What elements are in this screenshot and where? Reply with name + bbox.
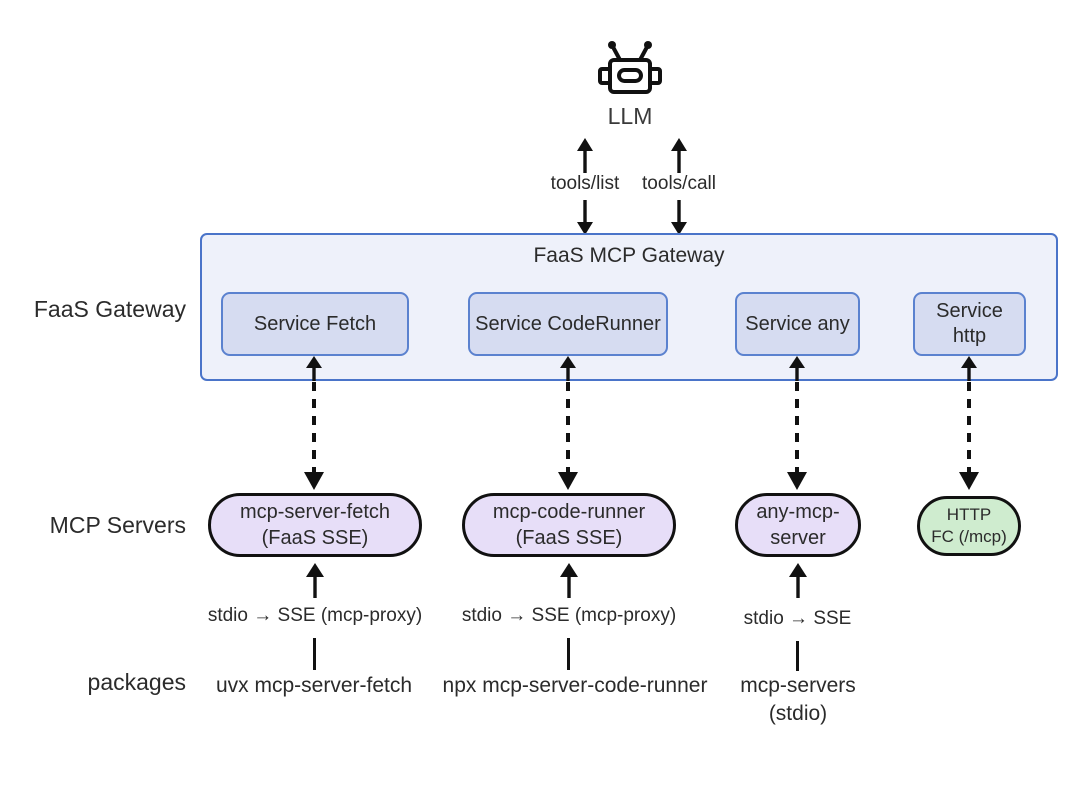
robot-icon bbox=[594, 38, 666, 100]
capsule-line2: (FaaS SSE) bbox=[261, 527, 369, 549]
capsule-line1: mcp-server-fetch bbox=[239, 501, 391, 523]
mcp-server-capsule-coderunner[interactable]: mcp-code-runner (FaaS SSE) bbox=[462, 493, 676, 557]
dashed-connector-http bbox=[950, 382, 988, 492]
capsule-line2: (FaaS SSE) bbox=[515, 527, 623, 549]
package-line2: (stdio) bbox=[768, 702, 828, 726]
protocol-label-any: stdio → SSE bbox=[743, 608, 852, 629]
service-box-fetch[interactable]: Service Fetch bbox=[221, 292, 409, 356]
capsule-line2: server bbox=[770, 527, 826, 549]
service-label-line2: http bbox=[952, 325, 987, 347]
protocol-label-fetch: stdio → SSE (mcp-proxy) bbox=[207, 605, 423, 626]
package-label-fetch: uvx mcp-server-fetch bbox=[183, 672, 445, 700]
row-label-faas-gateway: FaaS Gateway bbox=[33, 296, 186, 322]
capsule-line1: HTTP bbox=[946, 504, 992, 524]
capsule-line1: any-mcp- bbox=[756, 501, 840, 523]
capsule-line2: FC (/mcp) bbox=[931, 527, 1007, 546]
proto-arrow-any bbox=[781, 562, 815, 598]
tools-call-up-arrow bbox=[660, 136, 698, 174]
mcp-server-capsule-http-fc[interactable]: HTTP FC (/mcp) bbox=[917, 496, 1021, 556]
proto-arrow-coderunner bbox=[552, 562, 586, 598]
dashed-connector-coderunner bbox=[549, 382, 587, 492]
tools-list-up-arrow bbox=[566, 136, 604, 174]
tools-list-down-arrow bbox=[566, 199, 604, 237]
service-label: Service Fetch bbox=[253, 312, 377, 335]
service-box-http[interactable]: Service http bbox=[913, 292, 1026, 356]
package-label-coderunner: npx mcp-server-code-runner bbox=[430, 672, 720, 700]
protocol-label-coderunner: stdio → SSE (mcp-proxy) bbox=[461, 605, 677, 626]
service-label: Service any bbox=[745, 312, 850, 335]
stem-any bbox=[796, 641, 799, 671]
package-line1: npx mcp-server-code-runner bbox=[442, 674, 708, 697]
service-coderunner-inbound-arrow bbox=[551, 355, 585, 381]
row-label-mcp-servers: MCP Servers bbox=[49, 512, 186, 538]
stem-coderunner bbox=[567, 638, 570, 670]
service-box-any[interactable]: Service any bbox=[735, 292, 860, 356]
tools-call-label: tools/call bbox=[642, 173, 716, 194]
service-label: Service bbox=[936, 300, 1003, 322]
row-label-packages: packages bbox=[87, 669, 186, 695]
tools-list-label: tools/list bbox=[550, 173, 620, 194]
package-line1: uvx mcp-server-fetch bbox=[215, 674, 413, 697]
stem-fetch bbox=[313, 638, 316, 670]
service-label: Service CodeRunner bbox=[475, 312, 661, 335]
service-any-inbound-arrow bbox=[780, 355, 814, 381]
llm-label: LLM bbox=[607, 103, 653, 129]
service-box-coderunner[interactable]: Service CodeRunner bbox=[468, 292, 668, 356]
dashed-connector-any bbox=[778, 382, 816, 492]
gateway-title: FaaS MCP Gateway bbox=[533, 244, 725, 267]
package-line1: mcp-servers bbox=[740, 674, 856, 697]
tools-call-down-arrow bbox=[660, 199, 698, 237]
service-http-inbound-arrow bbox=[952, 355, 986, 381]
package-label-any: mcp-servers (stdio) bbox=[700, 672, 896, 729]
capsule-line1: mcp-code-runner bbox=[492, 501, 646, 523]
dashed-connector-fetch bbox=[295, 382, 333, 492]
mcp-server-capsule-fetch[interactable]: mcp-server-fetch (FaaS SSE) bbox=[208, 493, 422, 557]
service-fetch-inbound-arrow bbox=[297, 355, 331, 381]
mcp-server-capsule-any[interactable]: any-mcp- server bbox=[735, 493, 861, 557]
proto-arrow-fetch bbox=[298, 562, 332, 598]
